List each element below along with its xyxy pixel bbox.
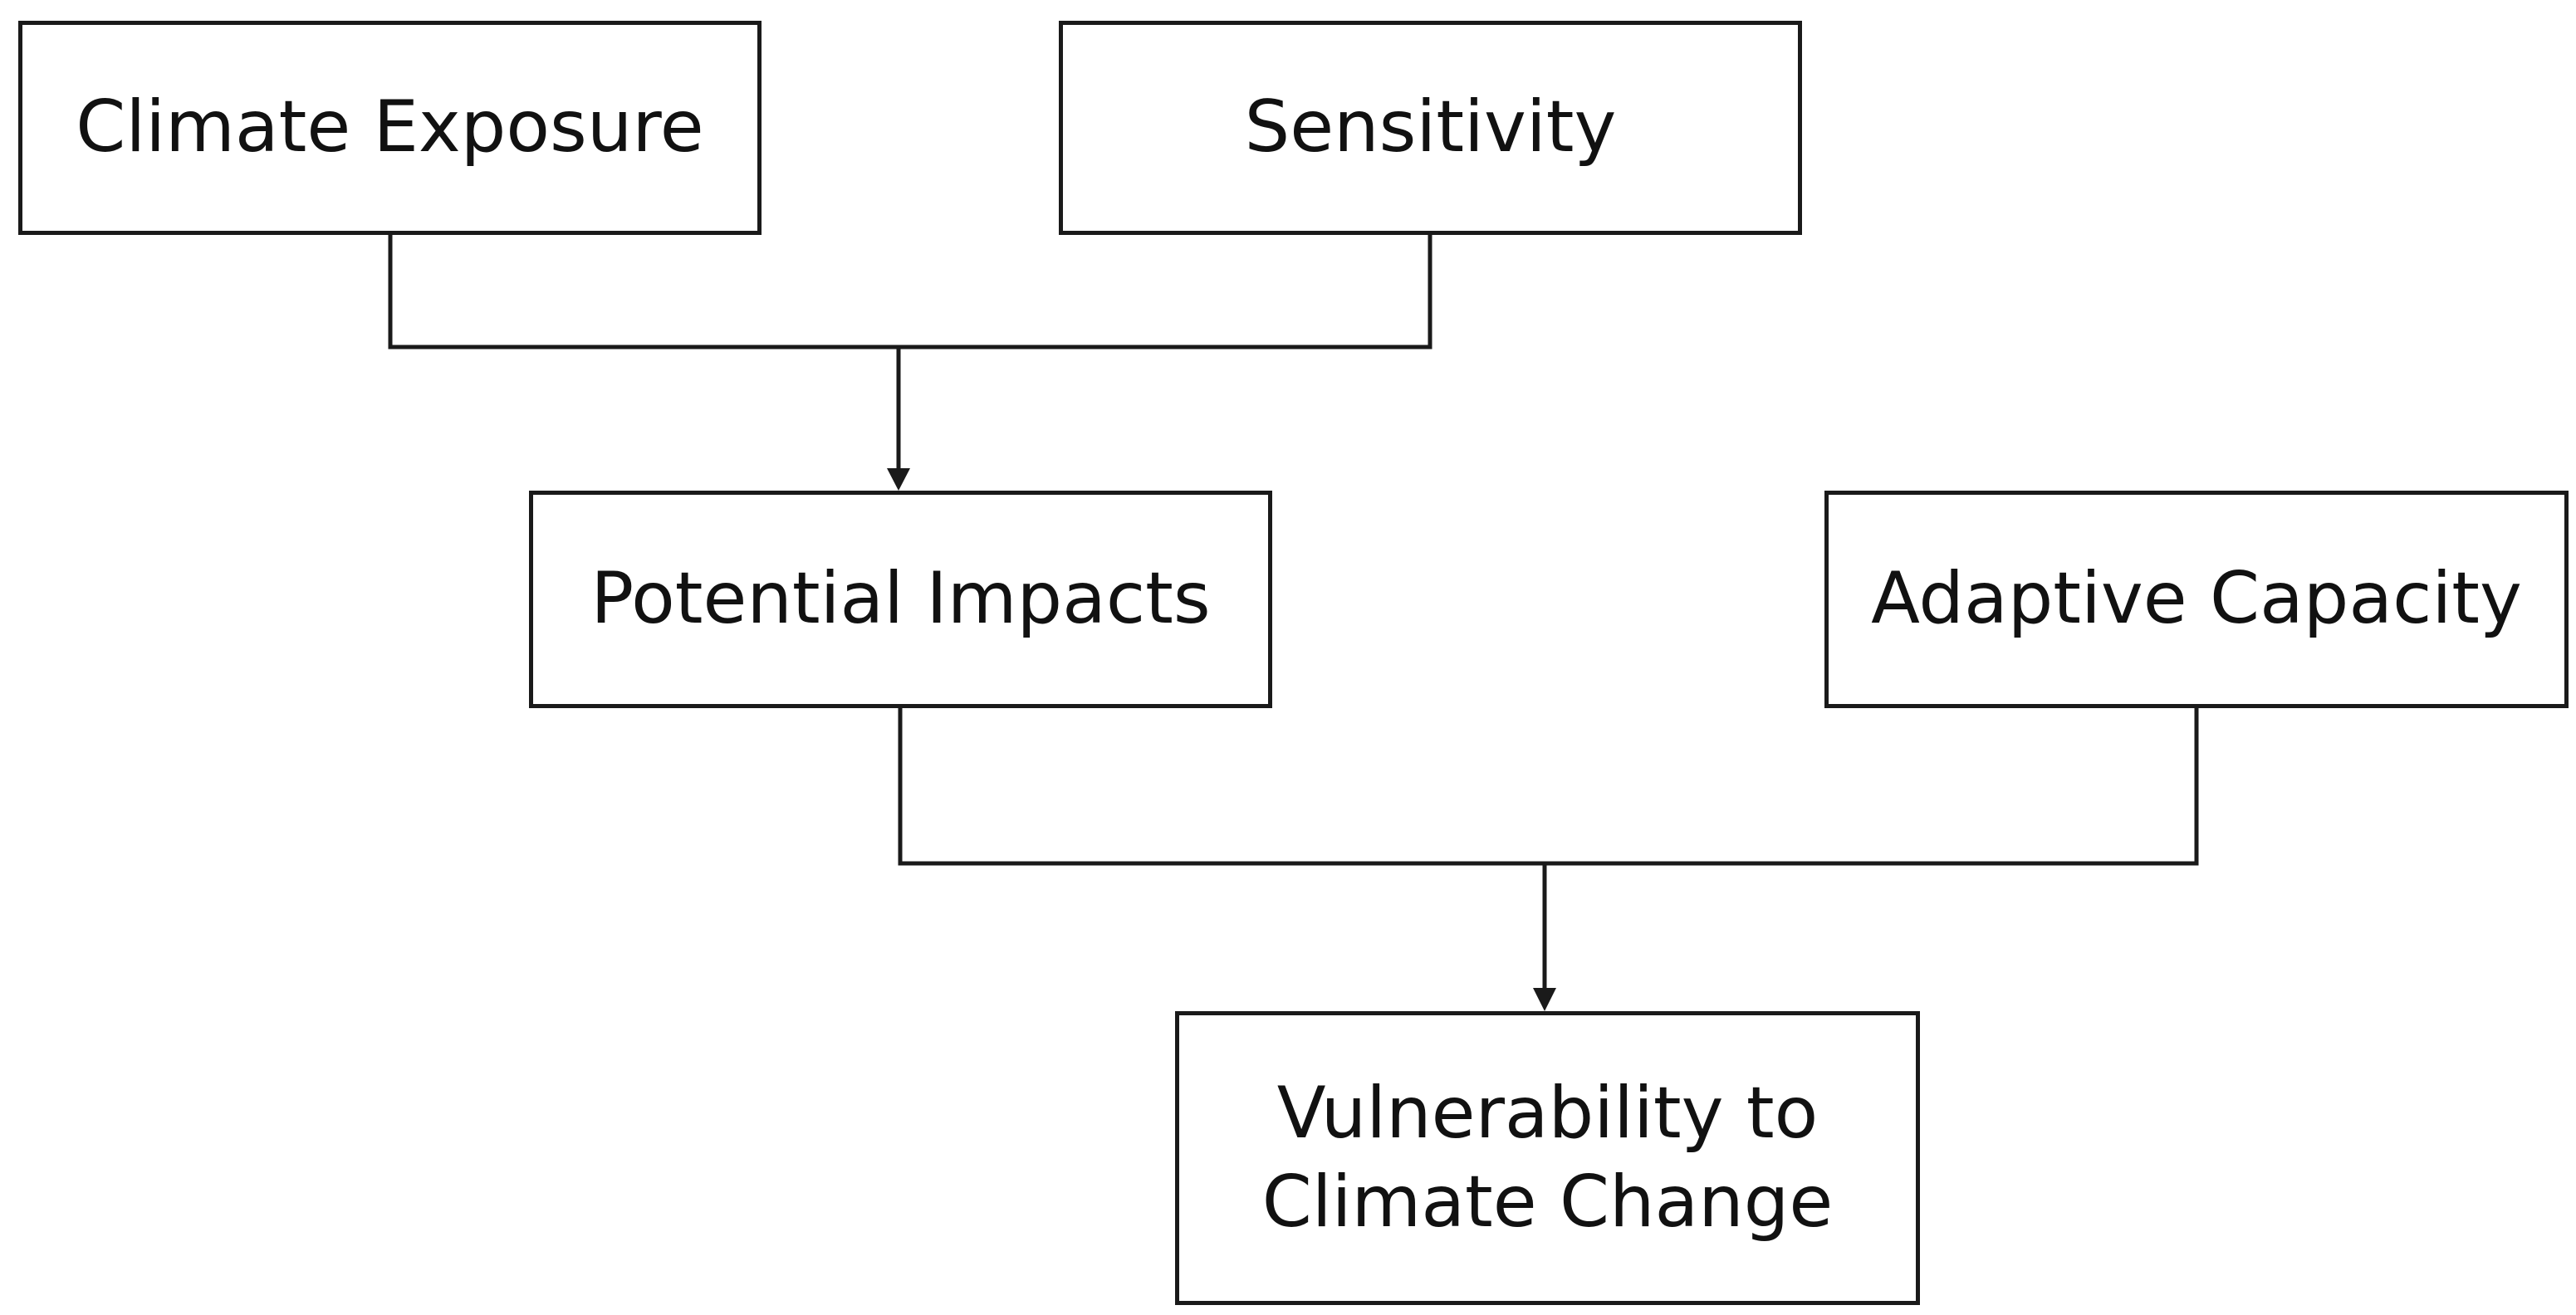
- node-label-vulnerability-line-1: Vulnerability to: [1276, 1071, 1819, 1155]
- arrowhead-vulnerability: [1533, 988, 1556, 1011]
- edge-impacts-capacity-to-vulnerability: [898, 708, 2199, 1011]
- connector-potential-impacts: [898, 708, 1545, 866]
- connector-climate-exposure: [388, 235, 899, 350]
- arrowhead-potential-impacts: [887, 468, 910, 491]
- node-label-sensitivity: Sensitivity: [1244, 86, 1617, 169]
- connector-sensitivity: [899, 235, 1432, 350]
- node-label-potential-impacts: Potential Impacts: [590, 557, 1211, 641]
- connector-adaptive-capacity: [1545, 708, 2199, 866]
- node-label-vulnerability-line-2: Climate Change: [1261, 1161, 1834, 1244]
- node-sensitivity: Sensitivity: [1059, 21, 1802, 235]
- node-potential-impacts: Potential Impacts: [529, 491, 1272, 708]
- node-label-vulnerability: Vulnerability to Climate Change: [1262, 1069, 1834, 1248]
- edge-exposure-sensitivity-to-impacts: [388, 235, 1432, 491]
- node-label-adaptive-capacity: Adaptive Capacity: [1871, 557, 2522, 641]
- node-vulnerability-to-climate-change: Vulnerability to Climate Change: [1175, 1011, 1920, 1305]
- node-label-climate-exposure: Climate Exposure: [76, 86, 704, 169]
- node-adaptive-capacity: Adaptive Capacity: [1824, 491, 2569, 708]
- node-climate-exposure: Climate Exposure: [18, 21, 762, 235]
